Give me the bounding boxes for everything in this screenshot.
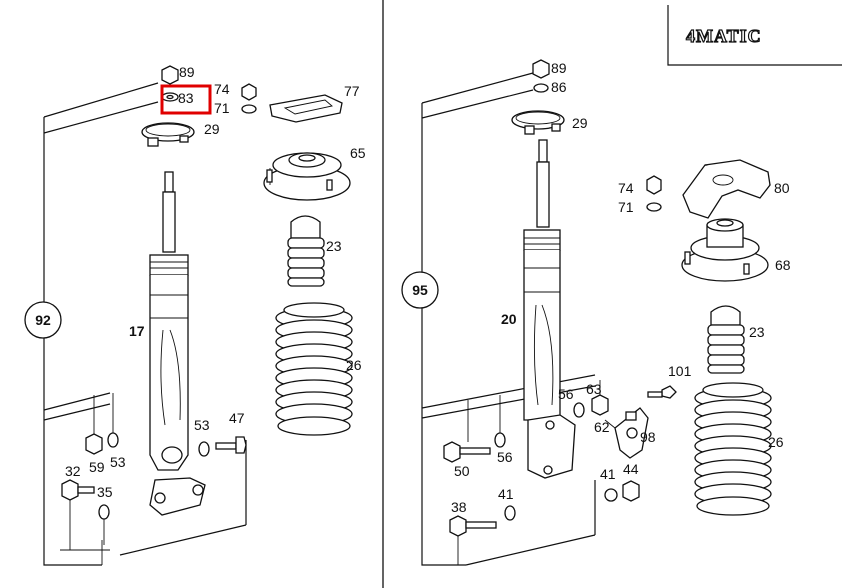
label-65: 65 xyxy=(350,145,366,161)
clamp-29-right xyxy=(511,110,565,130)
nut-44 xyxy=(622,480,640,502)
label-26-right: 26 xyxy=(768,434,784,450)
washer-56 xyxy=(573,402,585,418)
washer-41 xyxy=(604,488,618,502)
bolt-32 xyxy=(61,479,95,501)
washer-71-right xyxy=(646,202,662,212)
bolt-38 xyxy=(449,515,497,537)
right-assembly: 95 xyxy=(401,59,791,566)
washer-35 xyxy=(98,504,110,520)
washer-53 xyxy=(198,441,210,457)
label-53-lower: 53 xyxy=(110,454,126,470)
label-68: 68 xyxy=(775,257,791,273)
dust-boot-26 xyxy=(275,302,353,436)
4matic-logo: 4MATIC xyxy=(667,5,842,66)
shock-absorber-20 xyxy=(523,139,576,479)
label-17: 17 xyxy=(129,323,145,339)
label-26: 26 xyxy=(346,357,362,373)
label-101: 101 xyxy=(668,363,692,379)
washer-53-lower xyxy=(107,432,119,448)
bracket-80 xyxy=(682,159,771,219)
washer-71 xyxy=(241,104,257,114)
label-74: 74 xyxy=(214,81,230,97)
label-32: 32 xyxy=(65,463,81,479)
label-41: 41 xyxy=(600,466,616,482)
nut-89-right xyxy=(532,59,550,79)
label-98: 98 xyxy=(640,429,656,445)
left-assembly: 92 xyxy=(24,64,366,566)
label-86: 86 xyxy=(551,79,567,95)
label-38: 38 xyxy=(451,499,467,515)
label-71: 71 xyxy=(214,100,230,116)
strut-mount-68 xyxy=(681,218,769,282)
label-44: 44 xyxy=(623,461,639,477)
bolt-101 xyxy=(647,385,677,399)
label-89-right: 89 xyxy=(551,60,567,76)
label-74-right: 74 xyxy=(618,180,634,196)
label-56-lower: 56 xyxy=(497,449,513,465)
shock-absorber-17 xyxy=(149,171,206,516)
highlight-box xyxy=(160,84,212,115)
label-71-right: 71 xyxy=(618,199,634,215)
label-23: 23 xyxy=(326,238,342,254)
label-89: 89 xyxy=(179,64,195,80)
nut-89 xyxy=(161,65,179,85)
label-77: 77 xyxy=(344,83,360,99)
nut-63 xyxy=(591,394,609,416)
label-56: 56 xyxy=(558,386,574,402)
assembly-92-callout xyxy=(24,301,62,339)
label-20: 20 xyxy=(501,311,517,327)
label-29: 29 xyxy=(204,121,220,137)
part-62 xyxy=(625,411,637,421)
label-29-right: 29 xyxy=(572,115,588,131)
label-47: 47 xyxy=(229,410,245,426)
washer-86 xyxy=(533,83,549,93)
nut-59 xyxy=(85,433,103,455)
label-59: 59 xyxy=(89,459,105,475)
dust-boot-26-right xyxy=(694,382,772,516)
nut-74 xyxy=(241,83,257,101)
plate-77 xyxy=(269,94,343,123)
bracket-98 xyxy=(604,407,649,459)
bump-stop-23-right xyxy=(707,305,745,374)
label-23-right: 23 xyxy=(749,324,765,340)
svg-text:92: 92 xyxy=(35,312,51,328)
bolt-47 xyxy=(215,436,247,454)
label-35: 35 xyxy=(97,484,113,500)
bolt-50 xyxy=(443,441,491,463)
washer-56-lower xyxy=(494,432,506,448)
label-80: 80 xyxy=(774,180,790,196)
strut-mount-65 xyxy=(263,152,351,201)
bump-stop-23 xyxy=(287,215,325,287)
label-41-lower: 41 xyxy=(498,486,514,502)
assembly-95-callout xyxy=(401,271,439,309)
nut-74-right xyxy=(646,175,662,195)
logo-text: 4MATIC xyxy=(686,26,762,46)
svg-text:95: 95 xyxy=(412,282,428,298)
label-83: 83 xyxy=(178,90,194,106)
label-62: 62 xyxy=(594,419,610,435)
label-53: 53 xyxy=(194,417,210,433)
washer-41-lower xyxy=(504,505,516,521)
label-50: 50 xyxy=(454,463,470,479)
label-63: 63 xyxy=(586,381,602,397)
